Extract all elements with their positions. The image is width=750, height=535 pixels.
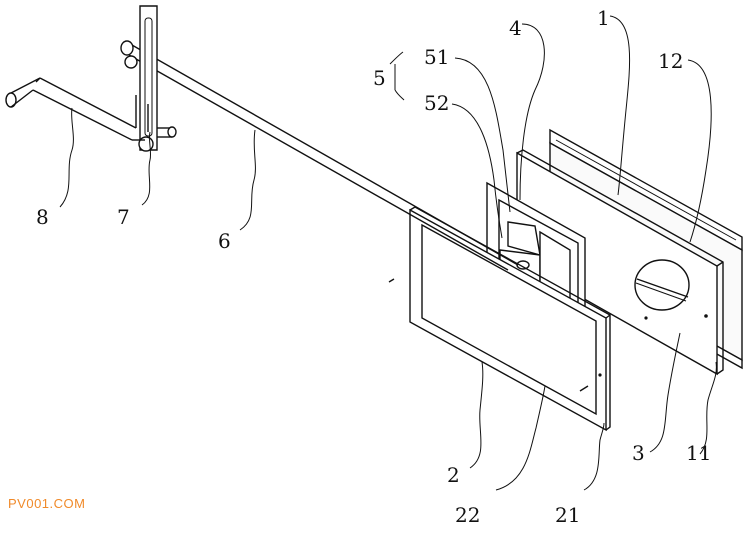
label-51: 51 bbox=[424, 45, 449, 69]
label-4: 4 bbox=[509, 16, 522, 40]
label-5: 5 bbox=[373, 66, 386, 90]
plate-hole bbox=[634, 259, 690, 311]
part-8-crank bbox=[5, 77, 145, 141]
label-11: 11 bbox=[686, 441, 711, 465]
label-22: 22 bbox=[455, 503, 480, 527]
part-6-rod bbox=[120, 40, 519, 271]
label-52: 52 bbox=[424, 91, 449, 115]
reference-numerals: 8 7 6 5 51 52 4 1 12 2 22 21 3 11 bbox=[36, 6, 711, 527]
label-7: 7 bbox=[117, 205, 130, 229]
part-7-slotted-bar bbox=[124, 5, 177, 152]
label-12: 12 bbox=[658, 49, 683, 73]
leader-lines bbox=[59, 15, 717, 491]
label-8: 8 bbox=[36, 205, 49, 229]
label-6: 6 bbox=[218, 229, 231, 253]
label-3: 3 bbox=[632, 441, 645, 465]
watermark: PV001.COM bbox=[8, 496, 85, 511]
part-3-plate bbox=[516, 149, 724, 376]
label-21: 21 bbox=[555, 503, 580, 527]
label-2: 2 bbox=[447, 463, 460, 487]
part-2-front-frame bbox=[388, 206, 611, 432]
label-1: 1 bbox=[597, 6, 610, 30]
